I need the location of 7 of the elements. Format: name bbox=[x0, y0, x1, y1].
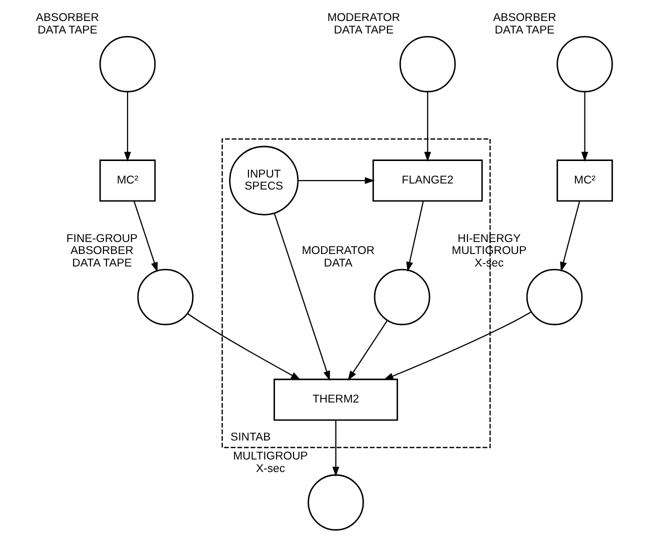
node-label: ABSORBER DATA TAPE bbox=[35, 12, 98, 36]
node-label: ABSORBER DATA TAPE bbox=[492, 12, 556, 36]
node-label: FINE-GROUP ABSORBER DATA TAPE bbox=[66, 232, 138, 270]
node-label: HI-ENERGY MULTIGROUP X-sec bbox=[451, 232, 526, 270]
node-label: MULTIGROUP X-sec bbox=[232, 450, 308, 475]
node-label: MODERATOR DATA TAPE bbox=[326, 12, 400, 36]
node-label: MODERATOR DATA bbox=[301, 245, 374, 270]
